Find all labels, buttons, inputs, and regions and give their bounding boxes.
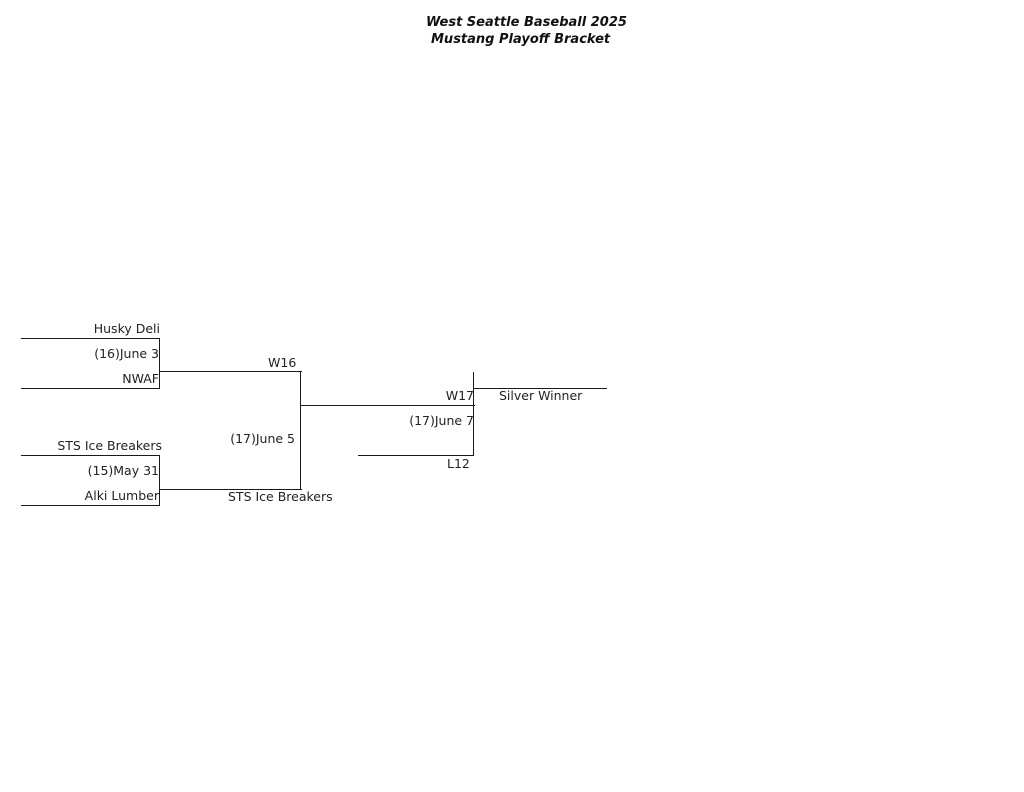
team-sts-ice-breakers: STS Ice Breakers — [57, 438, 162, 453]
slot-w17: W17 — [445, 388, 474, 403]
connector-game-16 — [159, 338, 161, 389]
bracket-title: West Seattle Baseball 2025 — [426, 15, 627, 30]
slot-w16: W16 — [268, 355, 297, 370]
game-15-label: (15)May 31 — [87, 463, 159, 478]
game-17-label: (17)June 5 — [230, 431, 295, 446]
team-nwaf: NWAF — [122, 371, 159, 386]
slot-line-w16 — [159, 371, 302, 373]
slot-line-alki-lumber — [21, 505, 160, 507]
slot-line-sts-ice-breakers — [21, 455, 160, 457]
silver-winner-label: Silver Winner — [499, 388, 583, 403]
slot-round2-sts-ice-breakers: STS Ice Breakers — [228, 489, 333, 504]
slot-line-l12 — [358, 455, 474, 457]
connector-final — [473, 372, 475, 456]
team-alki-lumber: Alki Lumber — [84, 488, 159, 503]
final-game-label: (17)June 7 — [409, 413, 474, 428]
slot-line-husky-deli — [21, 338, 160, 340]
winner-line — [474, 388, 607, 390]
slot-line-w17 — [301, 405, 475, 407]
game-16-label: (16)June 3 — [94, 346, 159, 361]
connector-game-15 — [159, 455, 161, 506]
connector-game-17 — [300, 371, 302, 490]
slot-line-nwaf — [21, 388, 160, 390]
bracket-subtitle: Mustang Playoff Bracket — [431, 32, 611, 47]
slot-l12: L12 — [447, 456, 470, 471]
slot-line-round2-sts — [159, 489, 302, 491]
team-husky-deli: Husky Deli — [93, 321, 160, 336]
